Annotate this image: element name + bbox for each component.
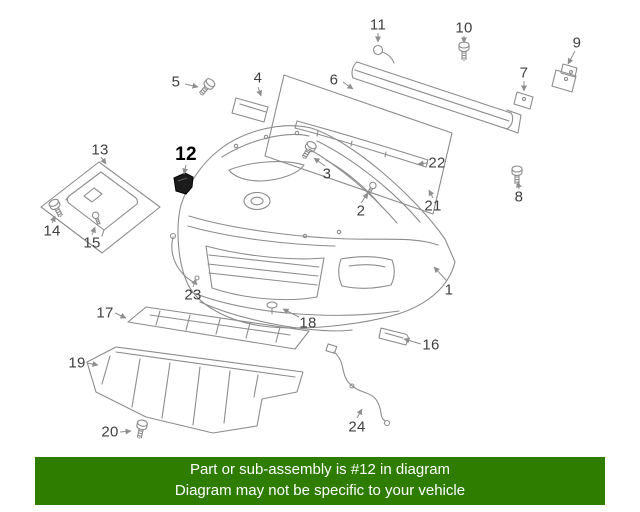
banner-part-line: Part or sub-assembly is #12 in diagram xyxy=(189,461,451,478)
leader-lines xyxy=(50,33,576,435)
banner-disclaimer-line: Diagram may not be specific to your vehi… xyxy=(174,482,466,499)
vehicle-notice-banner: Part or sub-assembly is #12 in diagram D… xyxy=(35,457,605,505)
line-art-group xyxy=(40,44,578,434)
highlighted-part-12 xyxy=(173,172,194,195)
